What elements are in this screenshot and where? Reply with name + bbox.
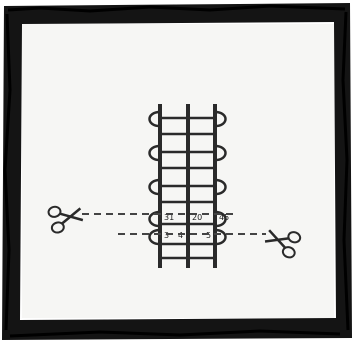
row-mark: 3	[164, 231, 169, 240]
row-mark: 4	[178, 231, 183, 240]
row-mark: 5	[206, 231, 211, 240]
sketch-frame	[2, 3, 352, 340]
paper-area	[22, 24, 334, 318]
